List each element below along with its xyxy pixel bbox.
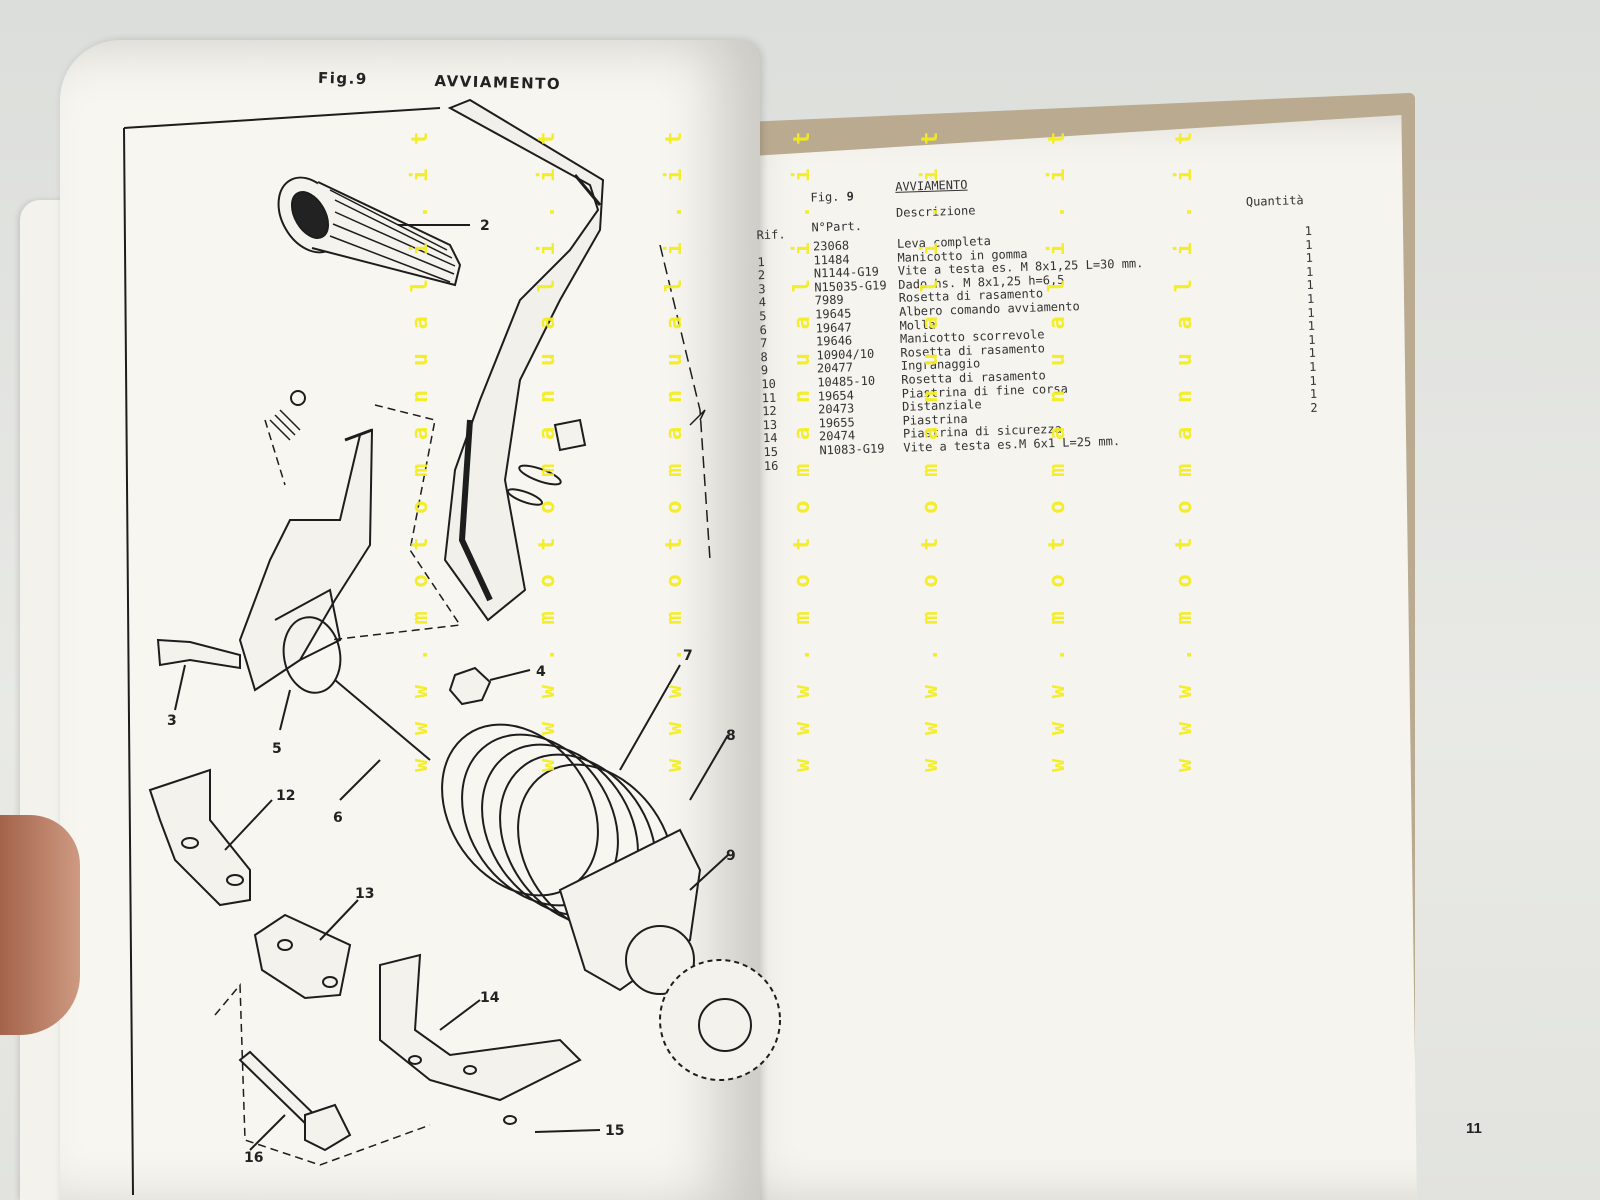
watermark: w w w . m o t o m a n u a l i . i t [1045, 126, 1070, 772]
callout-6: 6 [333, 810, 343, 826]
callout-7: 7 [683, 648, 693, 664]
callout-2: 2 [480, 218, 490, 234]
watermark: w w w . m o t o m a n u a l i . i t [535, 126, 560, 772]
watermark: w w w . m o t o m a n u a l i . i t [1172, 126, 1197, 772]
row-quantity: 1 [1306, 291, 1315, 307]
row-rif: 7 [759, 336, 768, 351]
row-rif: 10 [761, 376, 777, 392]
callout-3: 3 [167, 713, 177, 729]
row-quantity: 1 [1308, 359, 1317, 374]
callout-12: 12 [276, 788, 295, 804]
row-rif: 2 [757, 268, 766, 283]
callout-9: 9 [726, 848, 736, 864]
row-quantity: 1 [1305, 251, 1314, 266]
thumb [0, 815, 80, 1035]
row-quantity: 1 [1309, 386, 1318, 402]
row-quantity: 1 [1304, 223, 1313, 239]
watermark: w w w . m o t o m a n u a l i . i t [790, 126, 815, 772]
header-quantita: Quantità [1245, 193, 1304, 209]
callout-13: 13 [355, 886, 374, 902]
gear-drawing [558, 828, 781, 1081]
row-quantity: 1 [1307, 318, 1316, 334]
parts-figure-label: Fig. 9 [810, 189, 854, 204]
watermark: w w w . m o t o m a n u a l i . i t [662, 126, 687, 772]
watermark: w w w . m o t o m a n u a l i . i t [408, 126, 433, 772]
parts-list: Fig. 9 AVVIAMENTO Descrizione Quantità R… [756, 163, 1395, 502]
page-number: 11 [1466, 1120, 1482, 1137]
watermark: w w w . m o t o m a n u a l i . i t [918, 126, 943, 772]
header-part-number: N°Part. [811, 218, 863, 235]
row-rif: 16 [763, 458, 779, 473]
row-rif: 15 [763, 444, 779, 460]
row-quantity: 2 [1310, 400, 1318, 415]
callout-4: 4 [536, 664, 546, 680]
callout-5: 5 [272, 741, 282, 757]
callout-15: 15 [605, 1123, 624, 1139]
callout-14: 14 [480, 990, 500, 1006]
header-rif: Rif. [756, 227, 786, 243]
callout-8: 8 [726, 728, 736, 744]
right-page [715, 115, 1417, 1200]
callout-16: 16 [244, 1150, 263, 1166]
parts-fig-number: 9 [846, 189, 855, 204]
row-rif: 5 [758, 308, 767, 324]
